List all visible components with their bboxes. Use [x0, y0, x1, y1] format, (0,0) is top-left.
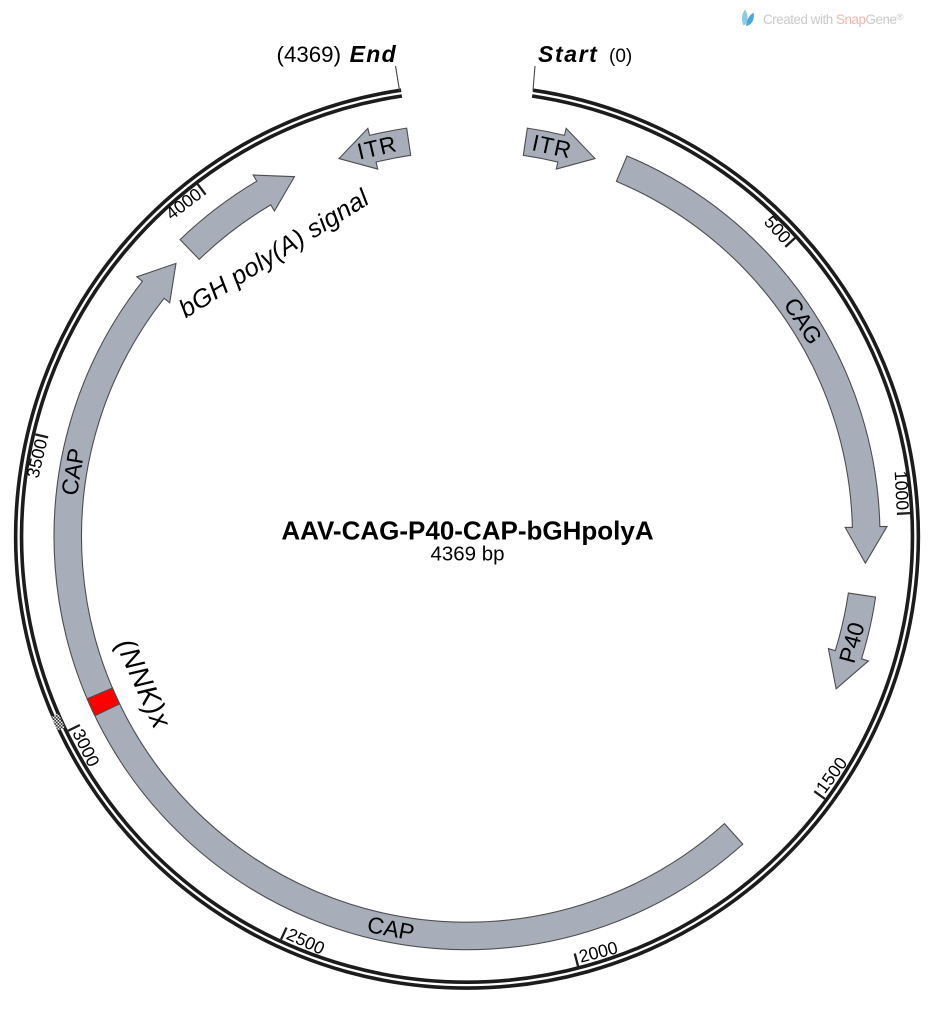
svg-text:End: End: [350, 41, 397, 67]
svg-text:(0): (0): [609, 46, 632, 67]
svg-text:1000: 1000: [891, 470, 913, 511]
svg-text:Start: Start: [538, 41, 598, 67]
svg-text:Created with SnapGene®: Created with SnapGene®: [763, 12, 904, 27]
svg-text:AAV-CAG-P40-CAP-bGHpolyA: AAV-CAG-P40-CAP-bGHpolyA: [281, 516, 653, 546]
svg-text:4369 bp: 4369 bp: [430, 543, 504, 566]
svg-text:(4369): (4369): [277, 42, 341, 67]
